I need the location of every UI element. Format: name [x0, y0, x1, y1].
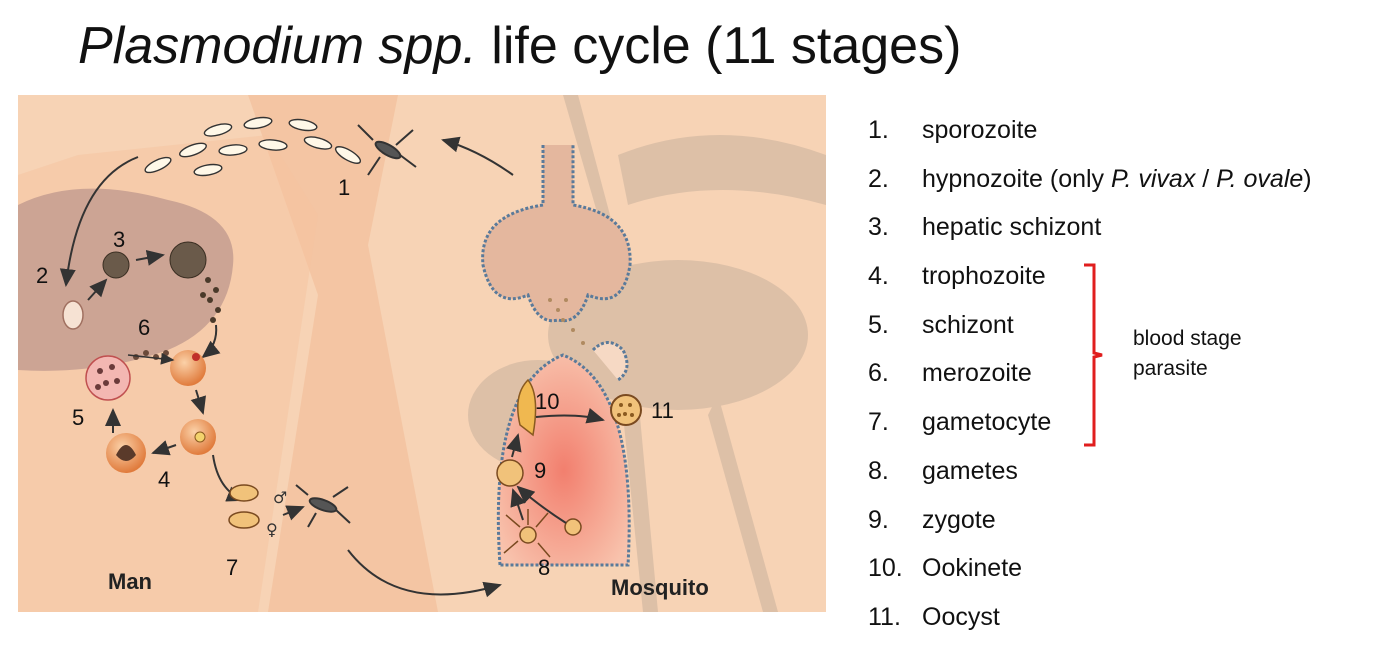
stage-text: schizont — [922, 310, 1014, 339]
slide-title: Plasmodium spp. life cycle (11 stages) — [78, 14, 961, 78]
stage-item: 8. gametes — [868, 451, 1312, 500]
blood-stage-note: blood stage parasite — [1133, 324, 1242, 384]
blood-stage-bracket — [1084, 263, 1103, 447]
stage-number: 9. — [868, 505, 889, 534]
gametocyte-female — [228, 511, 260, 529]
stage-item: 6. merozoite — [868, 353, 1312, 402]
stage-item: 5. schizont — [868, 305, 1312, 354]
stage-item: 1. sporozoite — [868, 110, 1312, 159]
stage-text: gametocyte — [922, 408, 1052, 437]
oocyst-cell — [610, 394, 642, 426]
stage-item: 4. trophozoite — [868, 256, 1312, 305]
stage-item: 3. hepatic schizont — [868, 207, 1312, 256]
title-genus: Plasmodium spp. — [78, 17, 477, 75]
female-gamete — [564, 518, 582, 536]
stage-label-10: 10 — [535, 389, 559, 414]
stage-text: hepatic schizont — [922, 213, 1102, 242]
host-label: Man — [108, 569, 152, 594]
ookinete-shape — [517, 378, 537, 437]
arrow-to-mosquito1 — [441, 136, 514, 176]
stage-number: 7. — [868, 408, 889, 437]
stage-text: Oocyst — [922, 602, 1000, 631]
stage-label-3: 3 — [113, 227, 125, 252]
stage-label-1: 1 — [338, 175, 350, 200]
hepatic-schizont-large — [169, 241, 207, 279]
stage-number: 1. — [868, 116, 889, 144]
stage-text-sep: / — [1195, 164, 1217, 193]
stage-item: 2. hypnozoite (only P. vivax / P. ovale) — [868, 159, 1312, 208]
stage-text: merozoite — [922, 359, 1032, 388]
stage-item: 11. Oocyst — [868, 597, 1312, 646]
red-blood-cell-infected — [170, 350, 206, 386]
mosquito-silhouette — [468, 95, 826, 612]
svg-text:♀: ♀ — [266, 520, 278, 539]
sporozoite-cluster — [144, 116, 362, 177]
stage-text: trophozoite — [922, 262, 1046, 291]
title-rest: life cycle (11 stages) — [476, 17, 962, 75]
life-cycle-diagram: ♂ ♀ 1 2 3 4 5 6 7 8 9 10 11 Man Mosquito — [18, 95, 826, 612]
hepatic-schizont-small — [102, 251, 130, 279]
stage-number: 5. — [868, 310, 889, 339]
species-vivax: P. vivax — [1111, 164, 1196, 193]
gametocyte-male — [229, 484, 259, 502]
stage-number: 4. — [868, 262, 889, 291]
stage-item: 9. zygote — [868, 500, 1312, 549]
zygote-cell — [496, 459, 524, 487]
schizont-rupturing — [85, 355, 131, 401]
blood-note-line1: blood stage — [1133, 327, 1242, 350]
vector-label: Mosquito — [611, 575, 709, 600]
merozoite-release — [200, 277, 221, 323]
stage-label-5: 5 — [72, 405, 84, 430]
stage-text: zygote — [922, 505, 996, 534]
stage-label-9: 9 — [534, 458, 546, 483]
stage-item: 7. gametocyte — [868, 402, 1312, 451]
stage-number: 11. — [868, 602, 901, 631]
sporozoites-in-gland — [548, 298, 585, 345]
stage-label-2: 2 — [36, 263, 48, 288]
arrow-sporozoite-to-liver — [59, 156, 139, 287]
stage-number: 2. — [868, 164, 889, 193]
stage-label-6: 6 — [138, 315, 150, 340]
stage-text-end: ) — [1303, 164, 1312, 193]
stage-number: 3. — [868, 213, 889, 242]
stage-number: 10. — [868, 554, 903, 583]
stage-text: gametes — [922, 456, 1018, 485]
stage-item: 10. Ookinete — [868, 548, 1312, 597]
stage-text: hypnozoite (only — [922, 164, 1112, 193]
stage-number: 8. — [868, 456, 889, 485]
stage-label-8: 8 — [538, 555, 550, 580]
species-ovale: P. ovale — [1216, 164, 1304, 193]
hypnozoite-cell — [62, 300, 84, 330]
stage-text: sporozoite — [922, 116, 1038, 144]
male-gamete-flagella — [503, 509, 551, 558]
svg-text:♂: ♂ — [273, 488, 287, 507]
stage-text: Ookinete — [922, 554, 1023, 583]
stage-label-4: 4 — [158, 467, 170, 492]
mosquito-small-icon — [357, 124, 417, 176]
stage-label-7: 7 — [226, 555, 238, 580]
stage-list: 1. sporozoite 2. hypnozoite (only P. vivax… — [868, 110, 1312, 646]
stage-label-11: 11 — [651, 398, 674, 423]
mosquito-feeding-icon — [295, 484, 351, 528]
blood-note-line2: parasite — [1133, 357, 1208, 380]
stage-number: 6. — [868, 359, 889, 388]
salivary-gland — [481, 145, 632, 323]
arrow-to-midgut — [347, 549, 502, 598]
